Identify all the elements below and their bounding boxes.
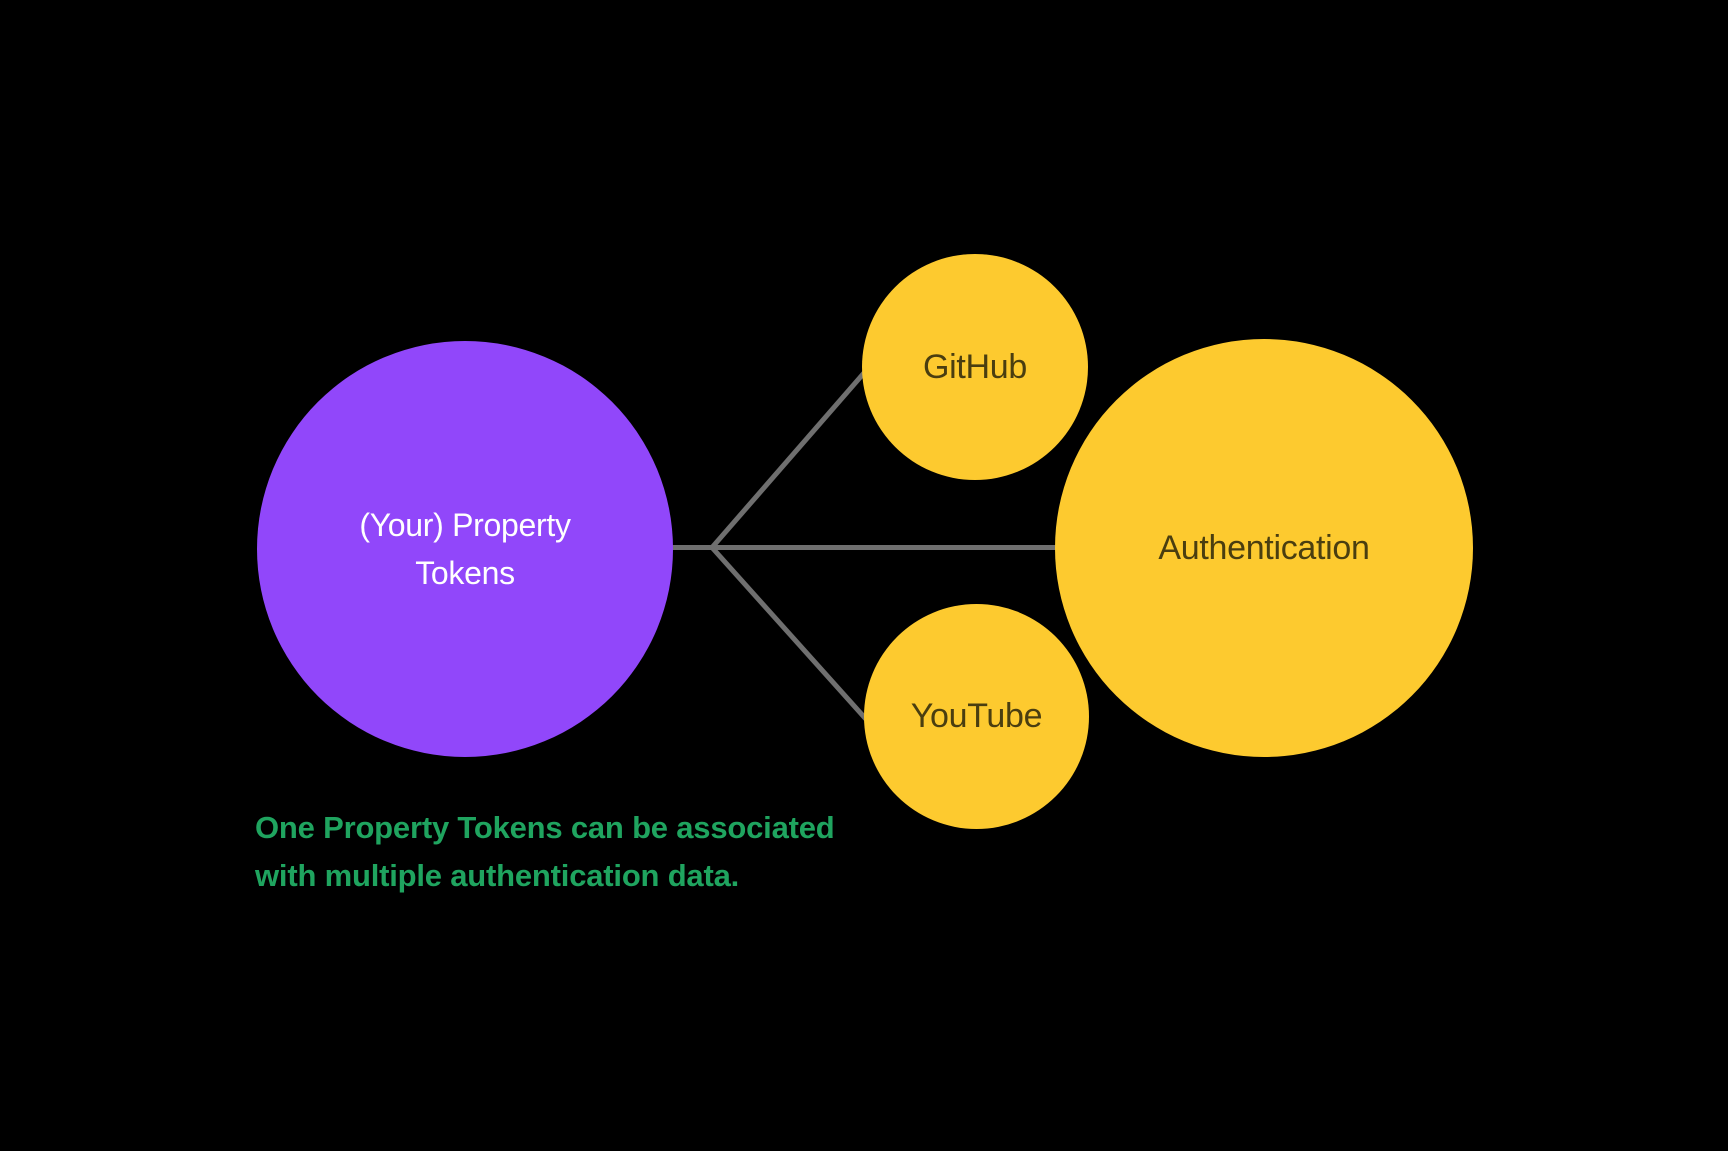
connector-line-youtube — [710, 545, 869, 722]
property-tokens-node: (Your) Property Tokens — [257, 341, 673, 757]
connector-line-authentication — [668, 545, 1060, 550]
connector-line-github — [710, 370, 867, 550]
caption-text: One Property Tokens can be associated wi… — [255, 804, 835, 900]
github-node: GitHub — [862, 254, 1088, 480]
youtube-node: YouTube — [864, 604, 1089, 829]
caption-line-2: with multiple authentication data. — [255, 858, 740, 893]
property-tokens-label-line-2: Tokens — [415, 555, 515, 591]
youtube-label: YouTube — [910, 697, 1043, 735]
github-label: GitHub — [922, 347, 1028, 386]
authentication-node: Authentication — [1055, 339, 1473, 757]
authentication-label: Authentication — [1158, 528, 1370, 567]
property-tokens-label-line-1: (Your) Property — [359, 507, 571, 543]
property-tokens-label: (Your) Property Tokens — [359, 501, 571, 597]
caption-line-1: One Property Tokens can be associated — [255, 810, 835, 845]
